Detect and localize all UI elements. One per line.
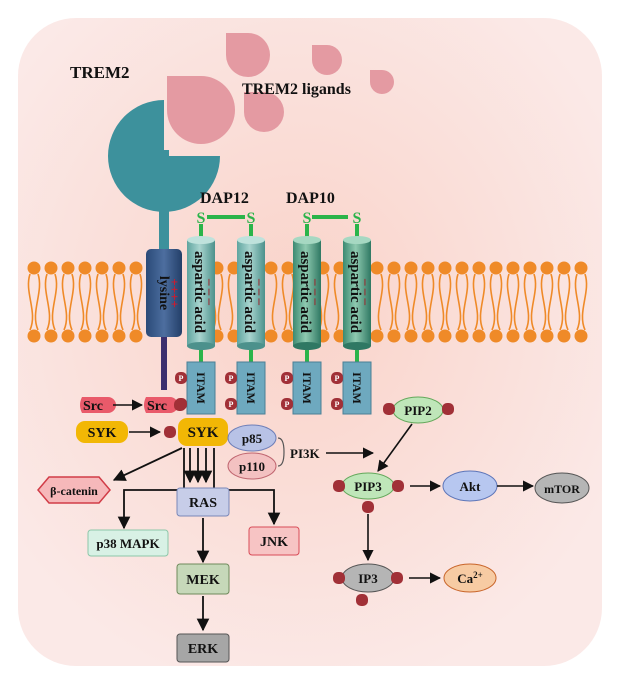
- pi3k-label: PI3K: [290, 446, 321, 461]
- itam-label: ITAM: [300, 372, 314, 404]
- tm-label: aspartic acid: [297, 251, 313, 334]
- phospho-label: P: [229, 374, 234, 383]
- pip3-label: PIP3: [354, 479, 382, 494]
- ip3-phospho-right: [391, 572, 403, 584]
- src-inactive-label: Src: [83, 399, 103, 414]
- itam-dap10-left: ITAM: [292, 361, 322, 415]
- calcium-symbol: Ca: [457, 571, 473, 586]
- itam-dap12-left: ITAM: [186, 361, 216, 415]
- lysine-tm-domain: [146, 249, 182, 337]
- p110-subunit: [227, 452, 277, 480]
- calcium-charge: 2+: [473, 570, 483, 580]
- phospho-label: P: [229, 400, 234, 409]
- pip2-phospho-right: [442, 403, 454, 415]
- dap12-sulfur-left: S: [197, 210, 206, 227]
- ligand-shape: [244, 92, 284, 132]
- dap12-label: DAP12: [200, 190, 249, 207]
- phospho-label: P: [335, 400, 340, 409]
- tm-charge: – – –: [203, 278, 218, 306]
- mtor-label: mTOR: [544, 482, 580, 496]
- trem2-tail: [161, 335, 167, 390]
- tm-charge: – – –: [253, 278, 268, 306]
- ligand-shape: [312, 45, 342, 75]
- pi3k-bracket: [277, 437, 285, 467]
- mtor-node: [534, 472, 590, 504]
- ligand-shape: [370, 70, 394, 94]
- phospho-label: P: [335, 374, 340, 383]
- erk-node: [176, 633, 230, 663]
- calcium-node: [443, 563, 497, 593]
- ip3-phospho-left: [333, 572, 345, 584]
- itam-dap10-right: ITAM: [342, 361, 372, 415]
- pip2-label: PIP2: [404, 403, 431, 418]
- trem2-ligands-group: [167, 33, 394, 144]
- dap10-tm-right: aspartic acid – – –: [343, 236, 374, 350]
- jnk-label: JNK: [260, 535, 288, 550]
- pip2-phospho-left: [383, 403, 395, 415]
- ligand-shape: [226, 33, 270, 77]
- ligands-label: TREM2 ligands: [242, 81, 351, 98]
- p85-label: p85: [242, 431, 263, 446]
- syk-active-shape: [178, 418, 228, 446]
- ligand-shape: [167, 76, 235, 144]
- beta-catenin-label: β-catenin: [50, 484, 98, 498]
- syk-active-label: SYK: [188, 425, 219, 441]
- ras-label: RAS: [189, 496, 217, 511]
- pip3-phospho-left: [333, 480, 345, 492]
- tm-label: aspartic acid: [191, 251, 207, 334]
- tm-label: aspartic acid: [241, 251, 257, 334]
- pip3-phospho-right: [392, 480, 404, 492]
- itam-label: ITAM: [244, 372, 258, 404]
- src-phospho: [174, 399, 186, 411]
- src-active-shape: [144, 397, 178, 413]
- itam-label: ITAM: [350, 372, 364, 404]
- dap12-tm-right: aspartic acid – – –: [237, 236, 268, 350]
- src-active-label: Src: [147, 399, 167, 414]
- tm-charge: – – –: [359, 278, 374, 306]
- src-inactive-shape: [80, 397, 116, 413]
- lysine-charge: ++++: [167, 278, 182, 308]
- phospho-label: P: [285, 400, 290, 409]
- p85-subunit: [227, 424, 277, 452]
- itam-label: ITAM: [194, 372, 208, 404]
- syk-phospho: [164, 426, 176, 438]
- pip3-phospho-bottom: [362, 501, 374, 513]
- p38-mapk-node: [87, 529, 169, 557]
- trem2-label: TREM2: [70, 63, 130, 82]
- ip3-label: IP3: [358, 571, 378, 586]
- arrow-pip2-to-pip3: [377, 423, 413, 472]
- phospho-label: P: [179, 374, 184, 383]
- syk-inactive-shape: [76, 421, 128, 443]
- trem2-stalk: [159, 150, 169, 250]
- erk-label: ERK: [188, 642, 218, 657]
- lysine-label: lysine: [156, 276, 171, 310]
- tm-label: aspartic acid: [347, 251, 363, 334]
- mek-node: [176, 563, 230, 595]
- ip3-phospho-bottom: [356, 594, 368, 606]
- membrane-bilayer: [27, 261, 588, 343]
- syk-downstream-arrows: [112, 447, 281, 632]
- beta-catenin-node: [37, 476, 111, 504]
- p38-mapk-label: p38 MAPK: [96, 536, 160, 551]
- dap12-tm-left: aspartic acid – – –: [187, 236, 218, 350]
- dap12-sulfur-right: S: [247, 210, 256, 227]
- phospho-label: P: [285, 374, 290, 383]
- syk-inactive-label: SYK: [88, 426, 117, 441]
- mek-label: MEK: [186, 573, 220, 588]
- jnk-node: [248, 526, 300, 556]
- dap10-sulfur-left: S: [303, 210, 312, 227]
- dap10-tm-left: aspartic acid – – –: [293, 236, 324, 350]
- p110-label: p110: [239, 459, 265, 474]
- ras-node: [176, 487, 230, 517]
- dap10-label: DAP10: [286, 190, 335, 207]
- dap10-sulfur-right: S: [353, 210, 362, 227]
- calcium-label: Ca2+: [457, 570, 483, 586]
- tm-charge: – – –: [309, 278, 324, 306]
- akt-label: Akt: [460, 479, 482, 494]
- itam-dap12-right: ITAM: [236, 361, 266, 415]
